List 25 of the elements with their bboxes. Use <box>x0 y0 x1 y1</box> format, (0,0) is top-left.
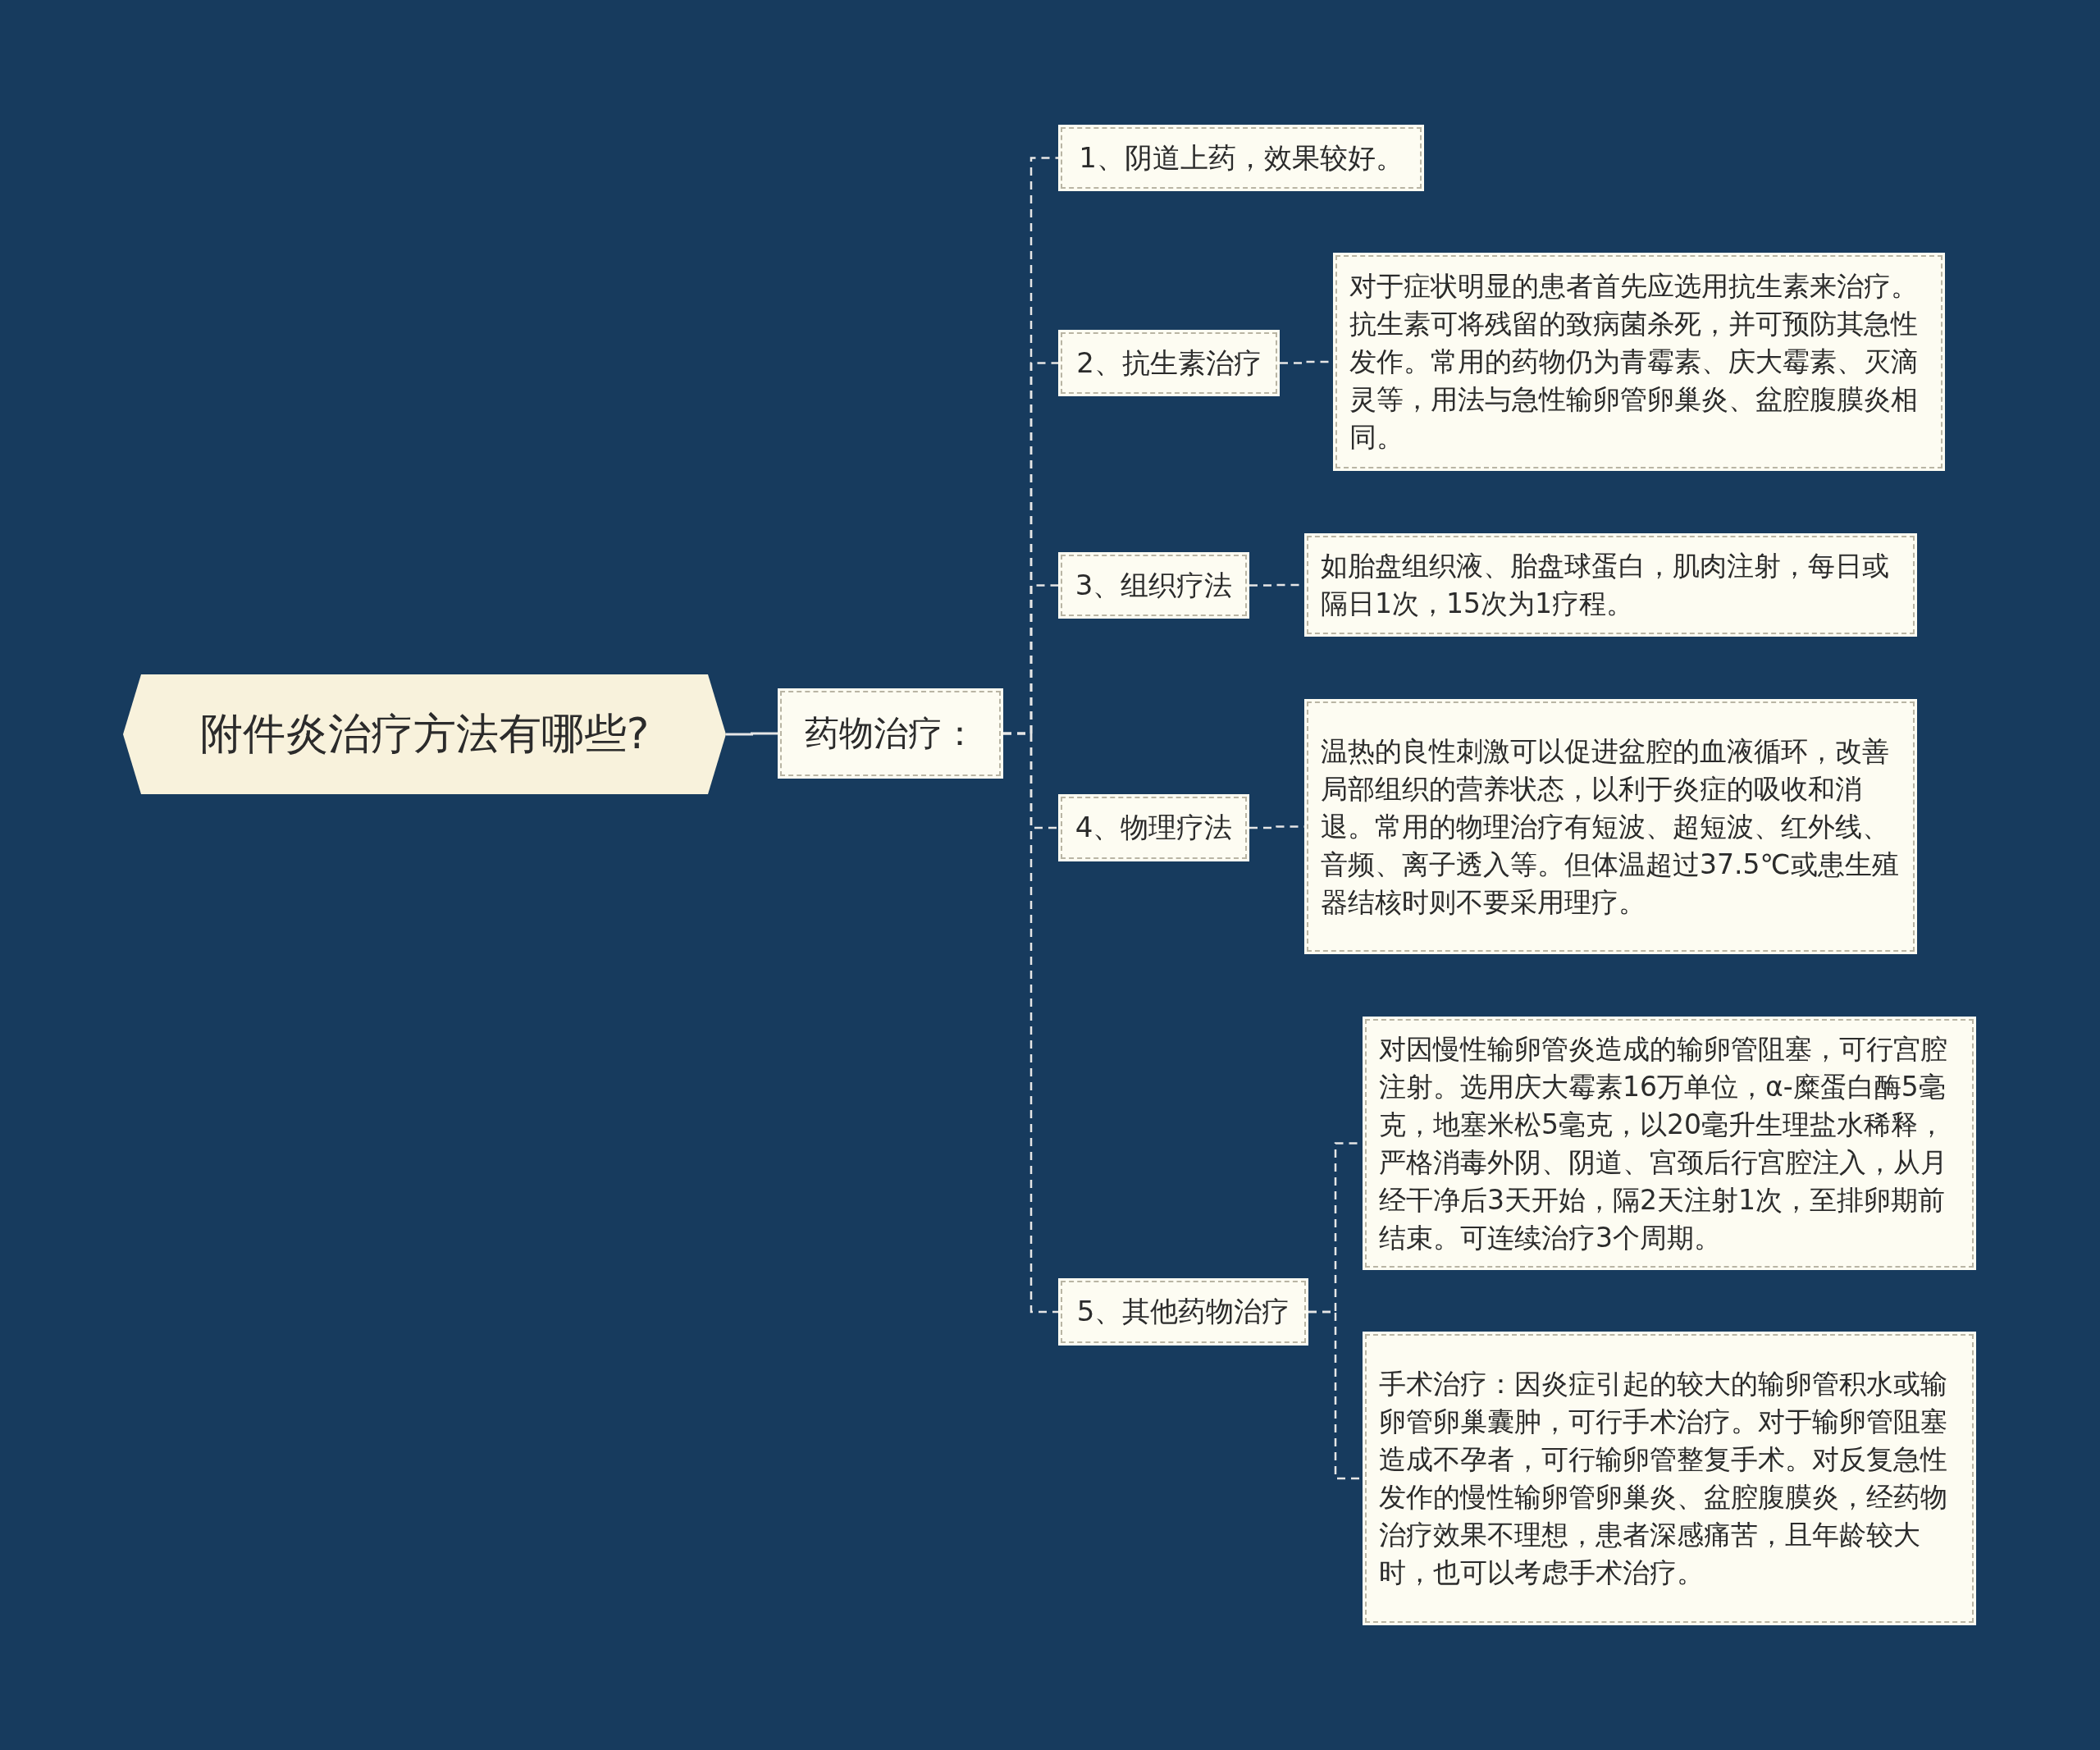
note-text: 温热的良性刺激可以促进盆腔的血液循环，改善局部组织的营养状态，以利于炎症的吸收和消退。常用的物理治疗有短波、超短波、红外线、音频、离子透入等。但体温超过37.5℃或患生殖器结核时则不要采用理疗。 <box>1321 733 1900 920</box>
connector-line <box>1003 732 1058 1314</box>
topic-box <box>1058 552 1249 619</box>
topic-box <box>1058 1278 1308 1346</box>
note-card <box>1363 1332 1976 1625</box>
note-card <box>1304 533 1917 637</box>
topic-label: 药物治疗： <box>804 712 977 755</box>
topic-label: 5、其他药物治疗 <box>1076 1294 1290 1329</box>
note-text: 对于症状明显的患者首先应选用抗生素来治疗。抗生素可将残留的致病菌杀死，并可预防其急性发作。常用的药物仍为青霉素、庆大霉素、灭滴灵等，用法与急性输卵管卵巢炎、盆腔腹膜炎相同。 <box>1349 269 1919 455</box>
topic-box <box>1058 125 1424 191</box>
topic-label: 2、抗生素治疗 <box>1076 345 1262 381</box>
note-card <box>1333 253 1945 471</box>
note-text: 手术治疗：因炎症引起的较大的输卵管积水或输卵管卵巢囊肿，可行手术治疗。对于输卵管阻塞造成不孕者，可行输卵管整复手术。对反复急性发作的慢性输卵管卵巢炎、盆腔腹膜炎，经药物治疗效果不理想，患者深感痛苦，且年龄较大时，也可以考虑手术治疗。 <box>1379 1367 1948 1590</box>
topic-title: 附件炎治疗方法有哪些? <box>199 708 650 760</box>
note-card <box>1304 699 1917 954</box>
topic-box <box>1058 330 1280 396</box>
topic-label: 1、阴道上药，效果较好。 <box>1079 139 1404 176</box>
branch-box <box>778 688 1003 779</box>
note-text: 对因慢性输卵管炎造成的输卵管阻塞，可行宫腔注射。选用庆大霉素16万单位，α-糜蛋白酶5毫克，地塞米松5毫克，以20毫升生理盐水稀释，严格消毒外阴、阴道、宫颈后行宫腔注入，从月经干净后3天开始，隔2天注射1次，至排卵期前结束。可连续治疗3个周期。 <box>1379 1031 1948 1255</box>
topic-label: 3、组织疗法 <box>1075 567 1233 603</box>
connector-line <box>726 732 778 736</box>
note-card <box>1363 1017 1976 1270</box>
note-text: 如胎盘组织液、胎盘球蛋白，肌肉注射，每日或隔日1次，15次为1疗程。 <box>1321 549 1890 621</box>
topic-box <box>1058 794 1249 861</box>
topic-label: 4、物理疗法 <box>1075 810 1233 845</box>
